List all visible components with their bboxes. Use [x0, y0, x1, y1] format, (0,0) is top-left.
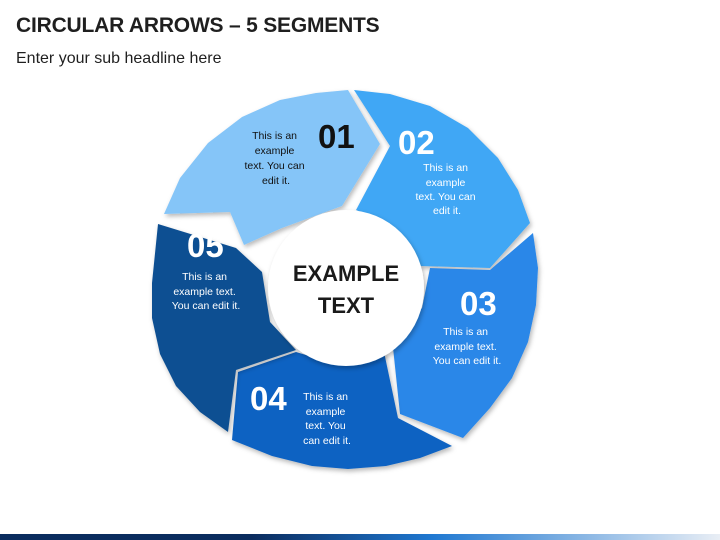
segment-04: 04 This is an example text. You can edit… — [232, 352, 452, 469]
segment-04-text-line: This is an — [303, 391, 348, 403]
segment-01-text-line: edit it. — [262, 175, 290, 187]
segment-05-text-line: example text. — [173, 286, 235, 298]
segment-01-text-line: text. You can — [244, 160, 304, 172]
segment-04-text-line: text. You — [305, 420, 345, 432]
center-text-line-2: TEXT — [318, 293, 375, 318]
segment-01-text: This is an example text. You can edit it… — [244, 130, 307, 187]
segment-05-arrow — [152, 224, 296, 432]
segment-01-arrow — [164, 90, 380, 245]
center-circle — [268, 210, 424, 366]
segment-04-number: 04 — [250, 380, 287, 417]
segment-03: 03 This is an example text. You can edit… — [392, 233, 538, 438]
segment-05-text: This is an example text. You can edit it… — [172, 271, 241, 312]
segment-05-text-line: You can edit it. — [172, 300, 241, 312]
page-title: CIRCULAR ARROWS – 5 SEGMENTS — [16, 14, 380, 37]
center-text-line-1: EXAMPLE — [293, 261, 399, 286]
segment-04-text-line: example — [306, 406, 346, 418]
segment-03-text: This is an example text. You can edit it… — [433, 326, 502, 367]
segment-02-text-line: This is an — [423, 162, 468, 174]
page-subtitle: Enter your sub headline here — [16, 50, 222, 67]
segment-04-text: This is an example text. You can edit it… — [303, 391, 351, 447]
segment-02-text-line: edit it. — [433, 205, 461, 217]
segment-02: 02 This is an example text. You can edit… — [354, 90, 530, 268]
segment-04-arrow — [232, 352, 452, 469]
segment-01: 01 This is an example text. You can edit… — [164, 90, 380, 245]
segment-02-text: This is an example text. You can edit it… — [415, 162, 478, 217]
segment-01-text-line: This is an — [252, 130, 297, 142]
segment-02-text-line: text. You can — [415, 191, 475, 203]
segment-01-text-line: example — [255, 145, 295, 157]
segment-03-arrow — [392, 233, 538, 438]
segment-03-text-line: example text. — [434, 341, 496, 353]
segment-02-number: 02 — [398, 124, 435, 161]
segment-04-text-line: can edit it. — [303, 435, 351, 447]
segment-05-number: 05 — [187, 227, 224, 264]
segment-01-number: 01 — [318, 118, 355, 155]
segment-03-number: 03 — [460, 285, 497, 322]
segment-03-text-line: You can edit it. — [433, 355, 502, 367]
segment-02-text-line: example — [426, 177, 466, 189]
segment-05: 05 This is an example text. You can edit… — [152, 224, 296, 432]
segment-03-text-line: This is an — [443, 326, 488, 338]
center-hub: EXAMPLE TEXT — [268, 210, 424, 366]
bottom-accent-bar — [0, 534, 720, 540]
segment-02-arrow — [354, 90, 530, 268]
segment-05-text-line: This is an — [182, 271, 227, 283]
